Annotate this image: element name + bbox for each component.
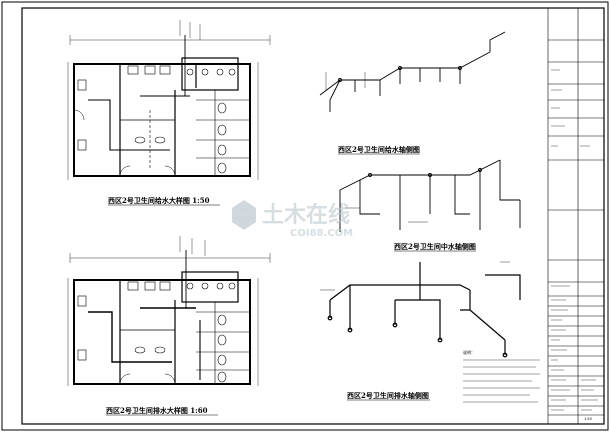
axo-hot	[339, 159, 521, 232]
notes-heading: 说明：	[463, 349, 475, 355]
notes-block	[463, 359, 540, 403]
plan-drain-title: 西区2号卫生间排水大样图 1:60	[106, 406, 208, 415]
axo-drain	[320, 261, 521, 358]
inner-frame	[21, 7, 605, 425]
plan-supply-title: 西区2号卫生间给水大样图 1:50	[108, 196, 210, 205]
watermark-sub: COI88.COM	[290, 228, 353, 239]
title-block-scribbles	[551, 69, 598, 411]
plan-drain	[67, 236, 271, 386]
axo-hot-title: 西区2号卫生间中水轴侧图	[394, 242, 476, 251]
watermark-text: 土木在线	[262, 202, 350, 228]
title-block-scale: 1:50	[584, 417, 592, 421]
axo-supply-title: 西区2号卫生间给水轴侧图	[338, 145, 420, 154]
plan-supply	[67, 20, 271, 180]
watermark: 土木在线 COI88.COM	[232, 200, 353, 239]
watermark-logo-icon	[232, 200, 256, 230]
axo-drain-title: 西区2号卫生间排水轴侧图	[347, 391, 429, 400]
axo-supply	[319, 31, 506, 112]
title-block	[547, 8, 604, 424]
